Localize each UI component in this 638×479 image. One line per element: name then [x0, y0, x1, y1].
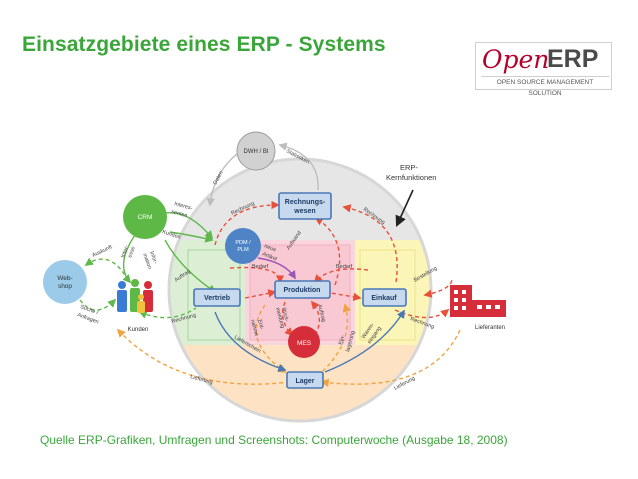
- mes-node: [288, 326, 320, 358]
- crm-label: CRM: [138, 214, 153, 221]
- rechnungswesen-box: [278, 192, 332, 220]
- interessenten-label-2: senten: [170, 209, 188, 219]
- rechnungswesen-label-2: wesen: [293, 208, 315, 215]
- openerp-logo: Open ERP OPEN SOURCE MANAGEMENT SOLUTION: [475, 42, 612, 97]
- source-note: Quelle ERP-Grafiken, Umfragen und Screen…: [40, 433, 508, 447]
- produktion-label: Produktion: [284, 287, 321, 294]
- rueckmeldung-label-1: Rück-: [280, 307, 290, 323]
- pdm-plm-node: [225, 228, 261, 264]
- logo-tagline: OPEN SOURCE MANAGEMENT SOLUTION: [481, 76, 609, 97]
- lieferung-left-label: Lieferung: [189, 374, 213, 386]
- interesse-label-2: esse: [127, 246, 137, 259]
- einkauf-label: Einkauf: [371, 295, 397, 302]
- rueckmeldung-label-2: meldung: [274, 307, 285, 329]
- webshop-node: [43, 260, 87, 304]
- logo-open-text: Open: [482, 45, 550, 74]
- bedarf-right-label: Bedarf: [336, 264, 353, 270]
- webshop-label-1: Web-: [57, 275, 72, 282]
- interessenten-label-1: Interes-: [173, 201, 193, 212]
- auftrag-mes-label: Auftrag: [316, 304, 326, 323]
- produktion-box: [274, 280, 331, 299]
- kunden-flow-label: Kunden: [161, 229, 181, 241]
- kernfunktionen-label-2: Kernfunktionen: [386, 173, 436, 182]
- kunden-figures-icon: [117, 279, 153, 313]
- einlagerung-label-1: Ein-: [338, 334, 346, 345]
- bedarf-left-label: Bedarf: [252, 264, 269, 270]
- rechnungswesen-label-1: Rechnungs-: [285, 199, 326, 206]
- entnahme-label-2: nahme: [249, 319, 259, 337]
- logo-erp-text: ERP: [547, 45, 599, 73]
- interesse-label-1: Inter-: [120, 244, 130, 258]
- pdm-plm-label-2: PLM: [237, 247, 249, 253]
- slide-title: Einsatzgebiete eines ERP - Systems: [22, 33, 386, 56]
- information-label-2: mation: [141, 253, 152, 271]
- webshop-label-2: shop: [58, 283, 72, 290]
- entnahme-label-1: Ent-: [256, 319, 264, 330]
- kernfunktionen-label-1: ERP-: [400, 163, 418, 172]
- lieferanten-factory-icon: [450, 285, 506, 317]
- vertrieb-box: [193, 288, 241, 307]
- auskunft-label: Auskunft: [91, 244, 113, 259]
- lager-box: [286, 371, 324, 389]
- crm-node: [123, 195, 167, 239]
- lager-label: Lager: [295, 378, 314, 385]
- neue-artikel-label-2: Artikel: [261, 251, 277, 262]
- kunden-label: Kunden: [128, 327, 149, 333]
- dwh-bi-label: DWH / BI: [244, 149, 269, 155]
- information-label-1: Infor-: [148, 251, 158, 265]
- einkauf-box: [362, 288, 407, 307]
- einlagerung-label-2: lagerung: [345, 330, 356, 352]
- mes-label: MES: [297, 340, 312, 347]
- neue-artikel-label-1: neue: [263, 243, 277, 253]
- dwh-bi-node: [236, 131, 276, 171]
- lieferanten-label: Lieferanten: [475, 325, 505, 331]
- pdm-plm-label-1: PDM /: [235, 240, 251, 246]
- vertrieb-label: Vertrieb: [204, 295, 230, 302]
